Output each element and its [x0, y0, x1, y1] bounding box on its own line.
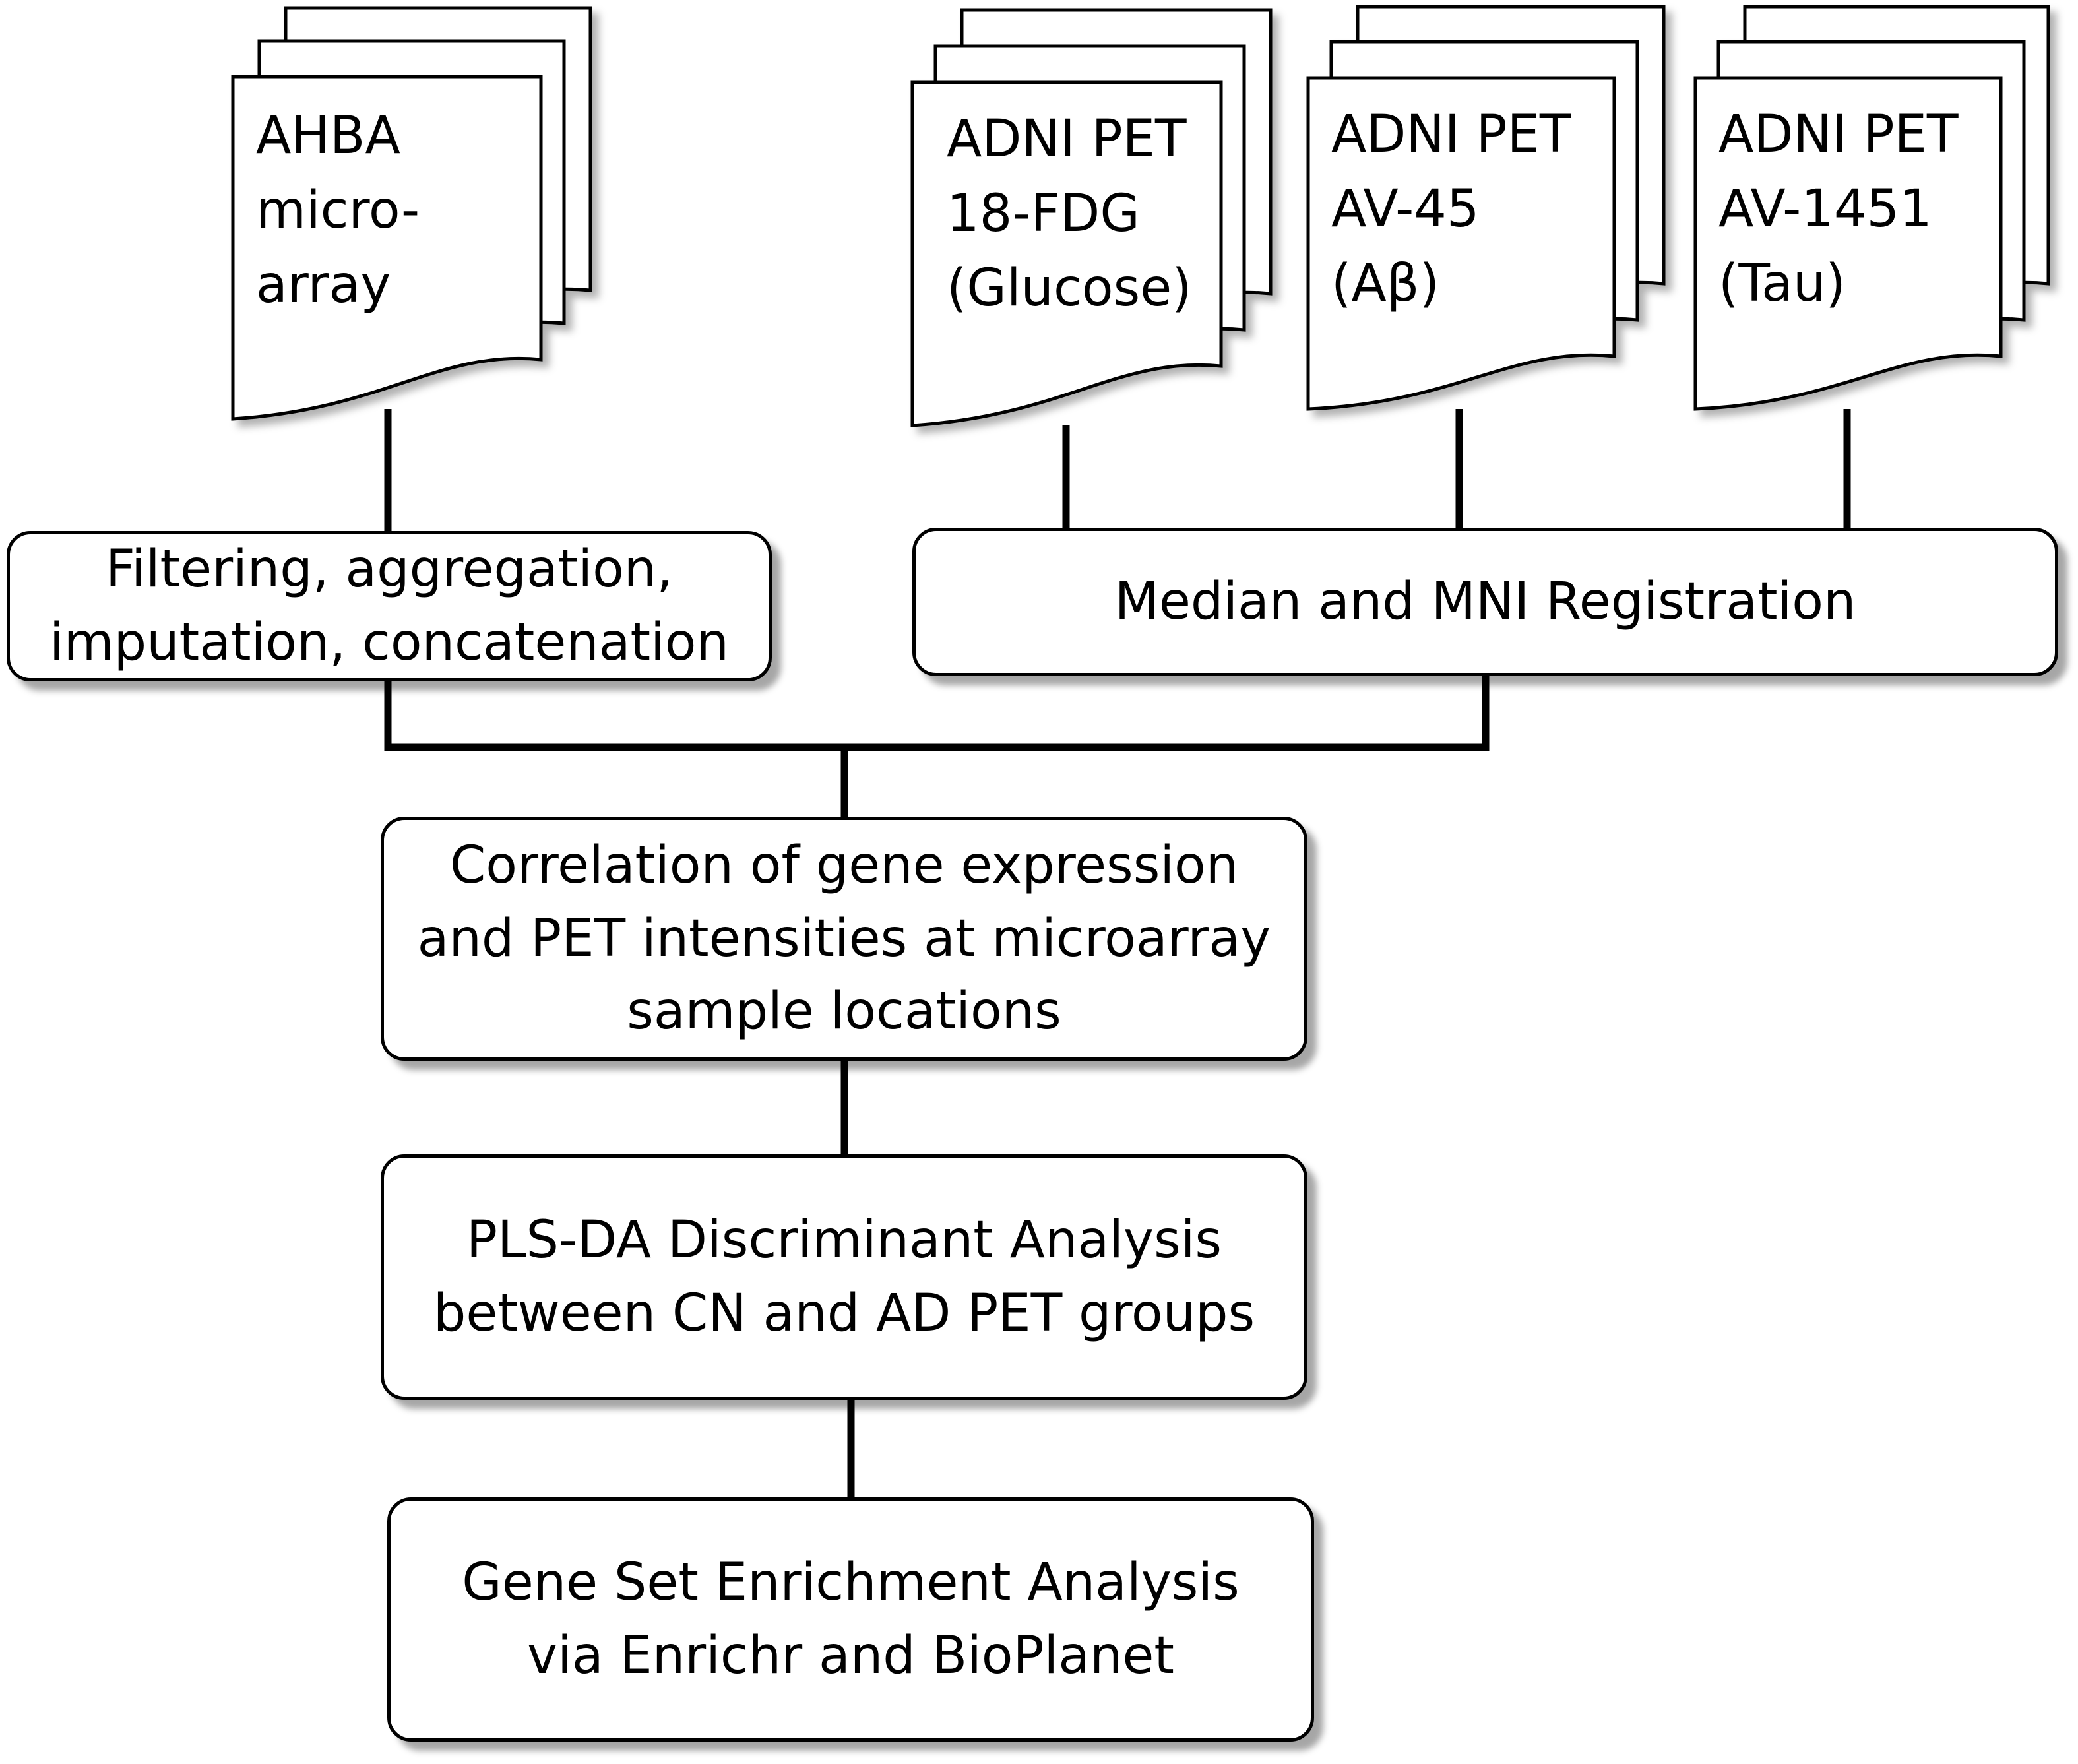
- av1451-label-line-3: (Tau): [1718, 254, 1846, 314]
- ahba-doc-stack: [231, 6, 592, 421]
- correlation-line-3: sample locations: [627, 982, 1061, 1042]
- av1451-label-line-2: AV-1451: [1718, 179, 1932, 239]
- ahba-doc-label: AHBA micro- array: [256, 99, 420, 323]
- av45-label-line-2: AV-45: [1331, 179, 1480, 239]
- correlation-step-box: Correlation of gene expression and PET i…: [381, 817, 1307, 1061]
- av1451-doc-label: ADNI PET AV-1451 (Tau): [1718, 98, 1959, 321]
- av1451-doc-stack: [1693, 5, 2050, 411]
- plsda-line-2: between CN and AD PET groups: [433, 1284, 1255, 1343]
- av45-label-line-3: (Aβ): [1331, 254, 1439, 314]
- fdg-doc-label: ADNI PET 18-FDG (Glucose): [947, 102, 1192, 326]
- av45-doc-label: ADNI PET AV-45 (Aβ): [1331, 98, 1571, 321]
- correlation-line-1: Correlation of gene expression: [449, 835, 1239, 895]
- av45-doc-front: [1306, 76, 1616, 411]
- registration-step-box: Median and MNI Registration: [912, 528, 2058, 676]
- filtering-step-box: Filtering, aggregation, imputation, conc…: [7, 531, 772, 681]
- fdg-doc-stack: [910, 8, 1273, 427]
- av45-doc-stack: [1306, 5, 1666, 411]
- filtering-line-1: Filtering, aggregation,: [105, 540, 674, 600]
- av45-label-line-1: ADNI PET: [1331, 105, 1571, 164]
- fdg-label-line-1: ADNI PET: [947, 110, 1187, 169]
- registration-line-1: Median and MNI Registration: [1114, 572, 1856, 632]
- ahba-label-line-2: micro-: [256, 181, 420, 241]
- av1451-label-line-1: ADNI PET: [1718, 105, 1959, 164]
- ahba-label-line-1: AHBA: [256, 106, 400, 166]
- plsda-step-box: PLS-DA Discriminant Analysis between CN …: [381, 1154, 1307, 1400]
- ahba-doc-front: [231, 75, 543, 421]
- gsea-line-1: Gene Set Enrichment Analysis: [462, 1553, 1240, 1613]
- connector-merge: [384, 674, 1490, 751]
- filtering-line-2: imputation, concatenation: [49, 613, 729, 672]
- ahba-label-line-3: array: [256, 255, 391, 315]
- fdg-label-line-2: 18-FDG: [947, 184, 1140, 244]
- av1451-doc-front: [1693, 76, 2003, 411]
- gsea-step-box: Gene Set Enrichment Analysis via Enrichr…: [387, 1497, 1314, 1742]
- gsea-line-2: via Enrichr and BioPlanet: [526, 1626, 1175, 1685]
- correlation-line-2: and PET intensities at microarray: [417, 908, 1271, 968]
- fdg-label-line-3: (Glucose): [947, 259, 1192, 319]
- plsda-line-1: PLS-DA Discriminant Analysis: [466, 1211, 1222, 1271]
- connectors: [384, 409, 1851, 1497]
- fdg-doc-front: [910, 80, 1223, 427]
